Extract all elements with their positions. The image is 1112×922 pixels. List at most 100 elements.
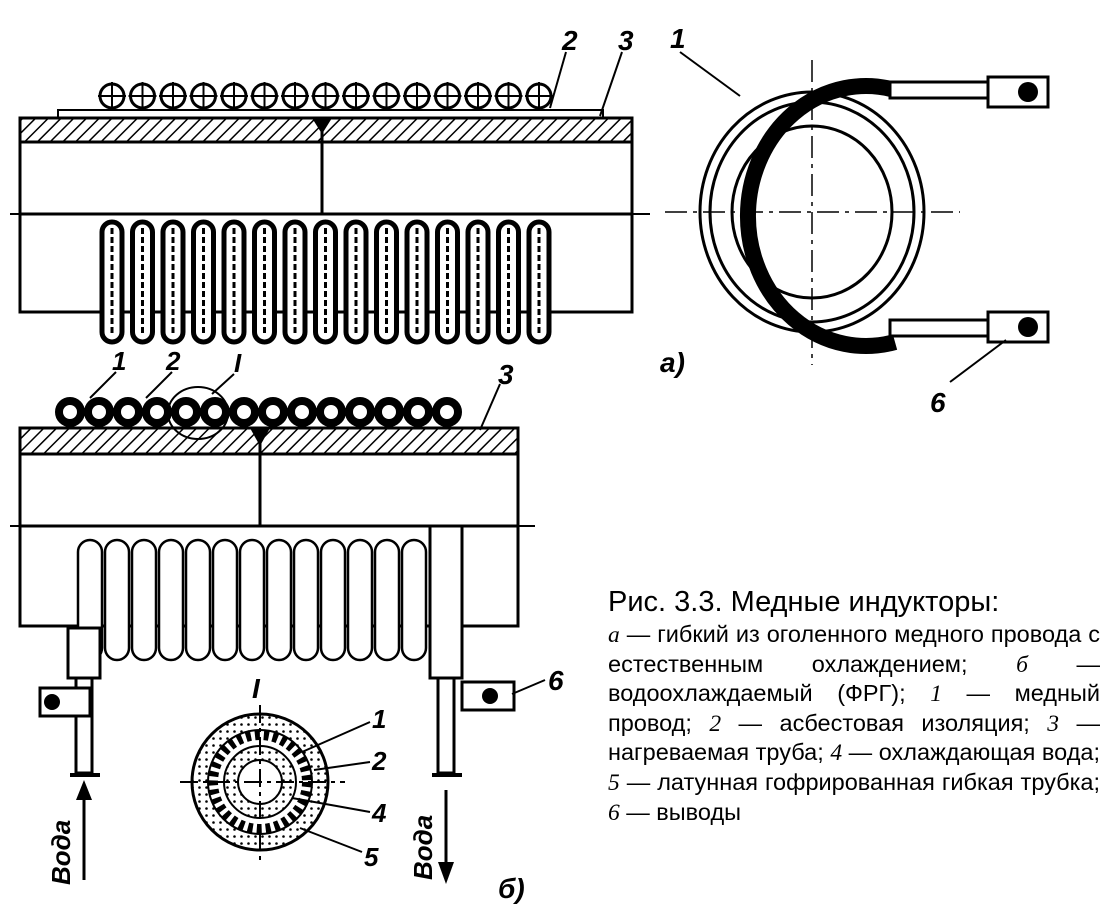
view-a-leader-1 [679, 51, 741, 97]
corrugated-turn [292, 538, 320, 662]
section-I: I 1 2 4 5 [180, 673, 387, 872]
water-in-arrowhead [76, 780, 92, 800]
view-b-pipe-wall [18, 426, 520, 456]
caption-key-2: 2 [709, 710, 722, 737]
water-tube-bore [90, 403, 108, 421]
water-tube-bore [148, 403, 166, 421]
corrugated-turn [238, 538, 266, 662]
corrugated-turn [103, 538, 131, 662]
section-leader-1 [301, 721, 371, 753]
label-b-6: 6 [548, 665, 564, 696]
label-water-out: Вода [408, 815, 438, 880]
water-tube-bore [264, 403, 282, 421]
water-tube-bore [438, 403, 456, 421]
view-a-pipe-body [18, 140, 634, 216]
view-b-leader-I [211, 373, 235, 395]
caption-key-5: 5 [608, 769, 620, 796]
water-tube-bore [409, 403, 427, 421]
caption-body: а — гибкий из оголенного медного провода… [608, 620, 1100, 827]
corrugated-turn [130, 538, 158, 662]
corrugated-turn [319, 538, 347, 662]
section-leader-4 [291, 797, 371, 813]
label-water-in: Вода [46, 820, 76, 885]
caption-text-5: — латунная гофрированная гибкая трубка; [619, 768, 1100, 795]
water-tube-bore [235, 403, 253, 421]
corrugated-turn [346, 538, 374, 662]
view-a-top-turns [98, 82, 553, 110]
water-tube-bore [322, 403, 340, 421]
view-b-pipe-body [18, 452, 520, 528]
label-b-I: I [234, 348, 242, 378]
caption-text-1: — медный провод; [608, 680, 1100, 736]
view-a-leader-6 [949, 339, 1007, 383]
view-a-leader-2 [549, 51, 567, 109]
view-b-right-lead [428, 524, 464, 680]
caption-key-a: а [608, 622, 620, 648]
view-a-weld [312, 118, 332, 134]
section-leader-5 [299, 827, 363, 853]
caption-key-3: 3 [1047, 710, 1060, 737]
terminal-bolt-top [1018, 82, 1038, 102]
caption-text-2: — асбестовая изоляция; [721, 709, 1048, 736]
label-section-5: 5 [364, 842, 379, 872]
section-leader-2 [313, 761, 371, 771]
view-b-weld [250, 428, 270, 446]
view-a-end-lead-top [888, 80, 992, 100]
view-a-bottom-turns [99, 219, 552, 345]
caption-text-3: — нагреваемая труба; [608, 709, 1100, 766]
caption-key-b: б [1016, 651, 1028, 678]
corrugated-turn [373, 538, 401, 662]
water-out-arrowhead [438, 862, 454, 884]
terminal-bolt-right [482, 688, 498, 704]
view-a-end: 1 6 а) [660, 23, 1050, 418]
caption-text-6: — выводы [619, 798, 742, 825]
corrugated-turn [184, 538, 212, 662]
label-b-3: 3 [498, 359, 514, 390]
corrugated-turn [211, 538, 239, 662]
label-section-2: 2 [371, 746, 387, 776]
view-b-right-lead-tube [436, 676, 456, 775]
water-tube-bore [61, 403, 79, 421]
caption-text-4: — охлаждающая вода; [842, 739, 1101, 766]
caption-title: Рис. 3.3. Медные индукторы: [608, 586, 1000, 618]
caption-key-6: 6 [608, 799, 620, 826]
view-b-side: Вода Вода 1 2 I 3 6 б) [10, 346, 564, 904]
label-b-1-left: 1 [112, 346, 126, 376]
label-panel-a: а) [660, 347, 685, 378]
label-a-6: 6 [930, 387, 946, 418]
view-b-leader-1 [89, 371, 117, 399]
view-b-left-lead [66, 626, 102, 680]
water-tube-bore [380, 403, 398, 421]
label-a-1: 1 [670, 23, 686, 54]
figure-caption: Рис. 3.3. Медные индукторы: а — гибкий и… [608, 584, 1100, 827]
view-a-leader-3 [599, 51, 623, 117]
view-b-leader-2 [145, 371, 173, 399]
view-b-top-turns [55, 397, 462, 427]
water-tube-bore [293, 403, 311, 421]
corrugated-turn [265, 538, 293, 662]
label-b-2: 2 [165, 346, 181, 376]
corrugated-turn [400, 538, 428, 662]
caption-text-a: — гибкий из оголенного медного провода с… [608, 621, 1100, 677]
caption-key-1: 1 [930, 681, 942, 708]
corrugated-turn [157, 538, 185, 662]
label-section-1: 1 [372, 704, 386, 734]
water-tube-bore [177, 403, 195, 421]
label-section-I: I [252, 673, 261, 704]
terminal-bolt-bottom [1018, 317, 1038, 337]
view-b-leader-6 [511, 679, 546, 695]
label-a-2: 2 [561, 25, 578, 56]
caption-text-b: — водоохлаждаемый (ФРГ); [608, 650, 1100, 707]
caption-key-4: 4 [830, 740, 843, 767]
view-a-end-lead-bottom [888, 318, 992, 338]
view-b-leader-3 [479, 383, 501, 431]
terminal-bolt-left [44, 694, 60, 710]
view-b-bottom-turns [76, 538, 428, 662]
water-tube-bore [206, 403, 224, 421]
label-section-4: 4 [371, 798, 387, 828]
label-a-3: 3 [618, 25, 634, 56]
label-panel-b: б) [498, 873, 525, 904]
water-tube-bore [351, 403, 369, 421]
view-a-side: 2 3 [10, 25, 650, 345]
